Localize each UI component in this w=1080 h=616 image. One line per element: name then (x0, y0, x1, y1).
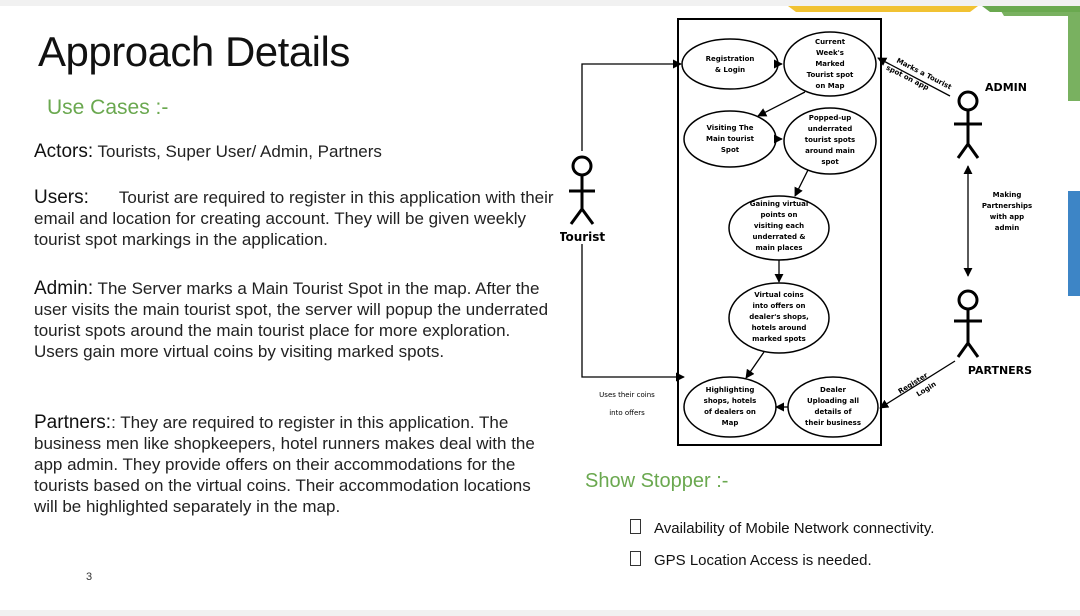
partners-label: PARTNERS (968, 364, 1032, 377)
admin-paragraph: Admin: The Server marks a Main Tourist S… (34, 278, 554, 362)
bullet-box-icon (630, 551, 641, 566)
partners-text: : They are required to register in this … (34, 413, 535, 516)
popped-to-gaining-line (794, 169, 809, 197)
use-case-current-weeks (783, 31, 877, 97)
users-paragraph: Users:Tourist are required to register i… (34, 187, 554, 250)
show-stopper-item: Availability of Mobile Network connectiv… (630, 519, 934, 537)
admin-label: ADMIN (985, 81, 1027, 94)
tourist-uses-coins-line (581, 244, 685, 382)
virtual-to-highlighting-line (745, 351, 765, 379)
use-case-popped-up (783, 107, 877, 175)
registration-text: Registration& Login (706, 55, 755, 74)
use-case-diagram: Tourist ADMIN PARTNERS (560, 18, 1032, 446)
partners-actor (954, 289, 982, 358)
partners-term: Partners: (34, 412, 112, 433)
use-case-virtual-coins (728, 282, 830, 354)
slide: Approach Details Use Cases :- Actors: To… (0, 6, 1080, 610)
admin-text: The Server marks a Main Tourist Spot in … (34, 279, 549, 361)
tourist-label: Tourist (560, 230, 605, 244)
users-term: Users: (34, 187, 89, 208)
use-cases-heading: Use Cases :- (47, 96, 169, 119)
admin-to-current-line (877, 57, 951, 97)
current-to-visiting-line (757, 91, 806, 117)
users-text: Tourist are required to register in this… (34, 188, 554, 249)
admin-term: Admin: (34, 278, 94, 299)
page-number: 3 (86, 571, 93, 583)
tourist-actor (569, 155, 595, 225)
show-stopper-heading: Show Stopper :- (585, 470, 729, 492)
page-title: Approach Details (38, 28, 350, 75)
partners-to-dealer-line (879, 360, 956, 409)
show-stopper-item: GPS Location Access is needed. (630, 551, 872, 569)
use-case-registration (681, 38, 779, 90)
marks-tourist-label: Marks a Touristspot on app (885, 54, 954, 101)
partners-paragraph: Partners:: They are required to register… (34, 412, 554, 517)
actors-text: Tourists, Super User/ Admin, Partners (93, 142, 382, 161)
show-stopper-item-text: Availability of Mobile Network connectiv… (654, 520, 935, 537)
admin-actor (954, 90, 982, 159)
system-boundary (677, 18, 882, 446)
actors-term: Actors: (34, 141, 94, 162)
bullet-box-icon (630, 519, 641, 534)
actors-paragraph: Actors: Tourists, Super User/ Admin, Par… (34, 141, 554, 162)
show-stopper-item-text: GPS Location Access is needed. (654, 552, 872, 569)
tourist-to-registration-line (581, 59, 682, 151)
